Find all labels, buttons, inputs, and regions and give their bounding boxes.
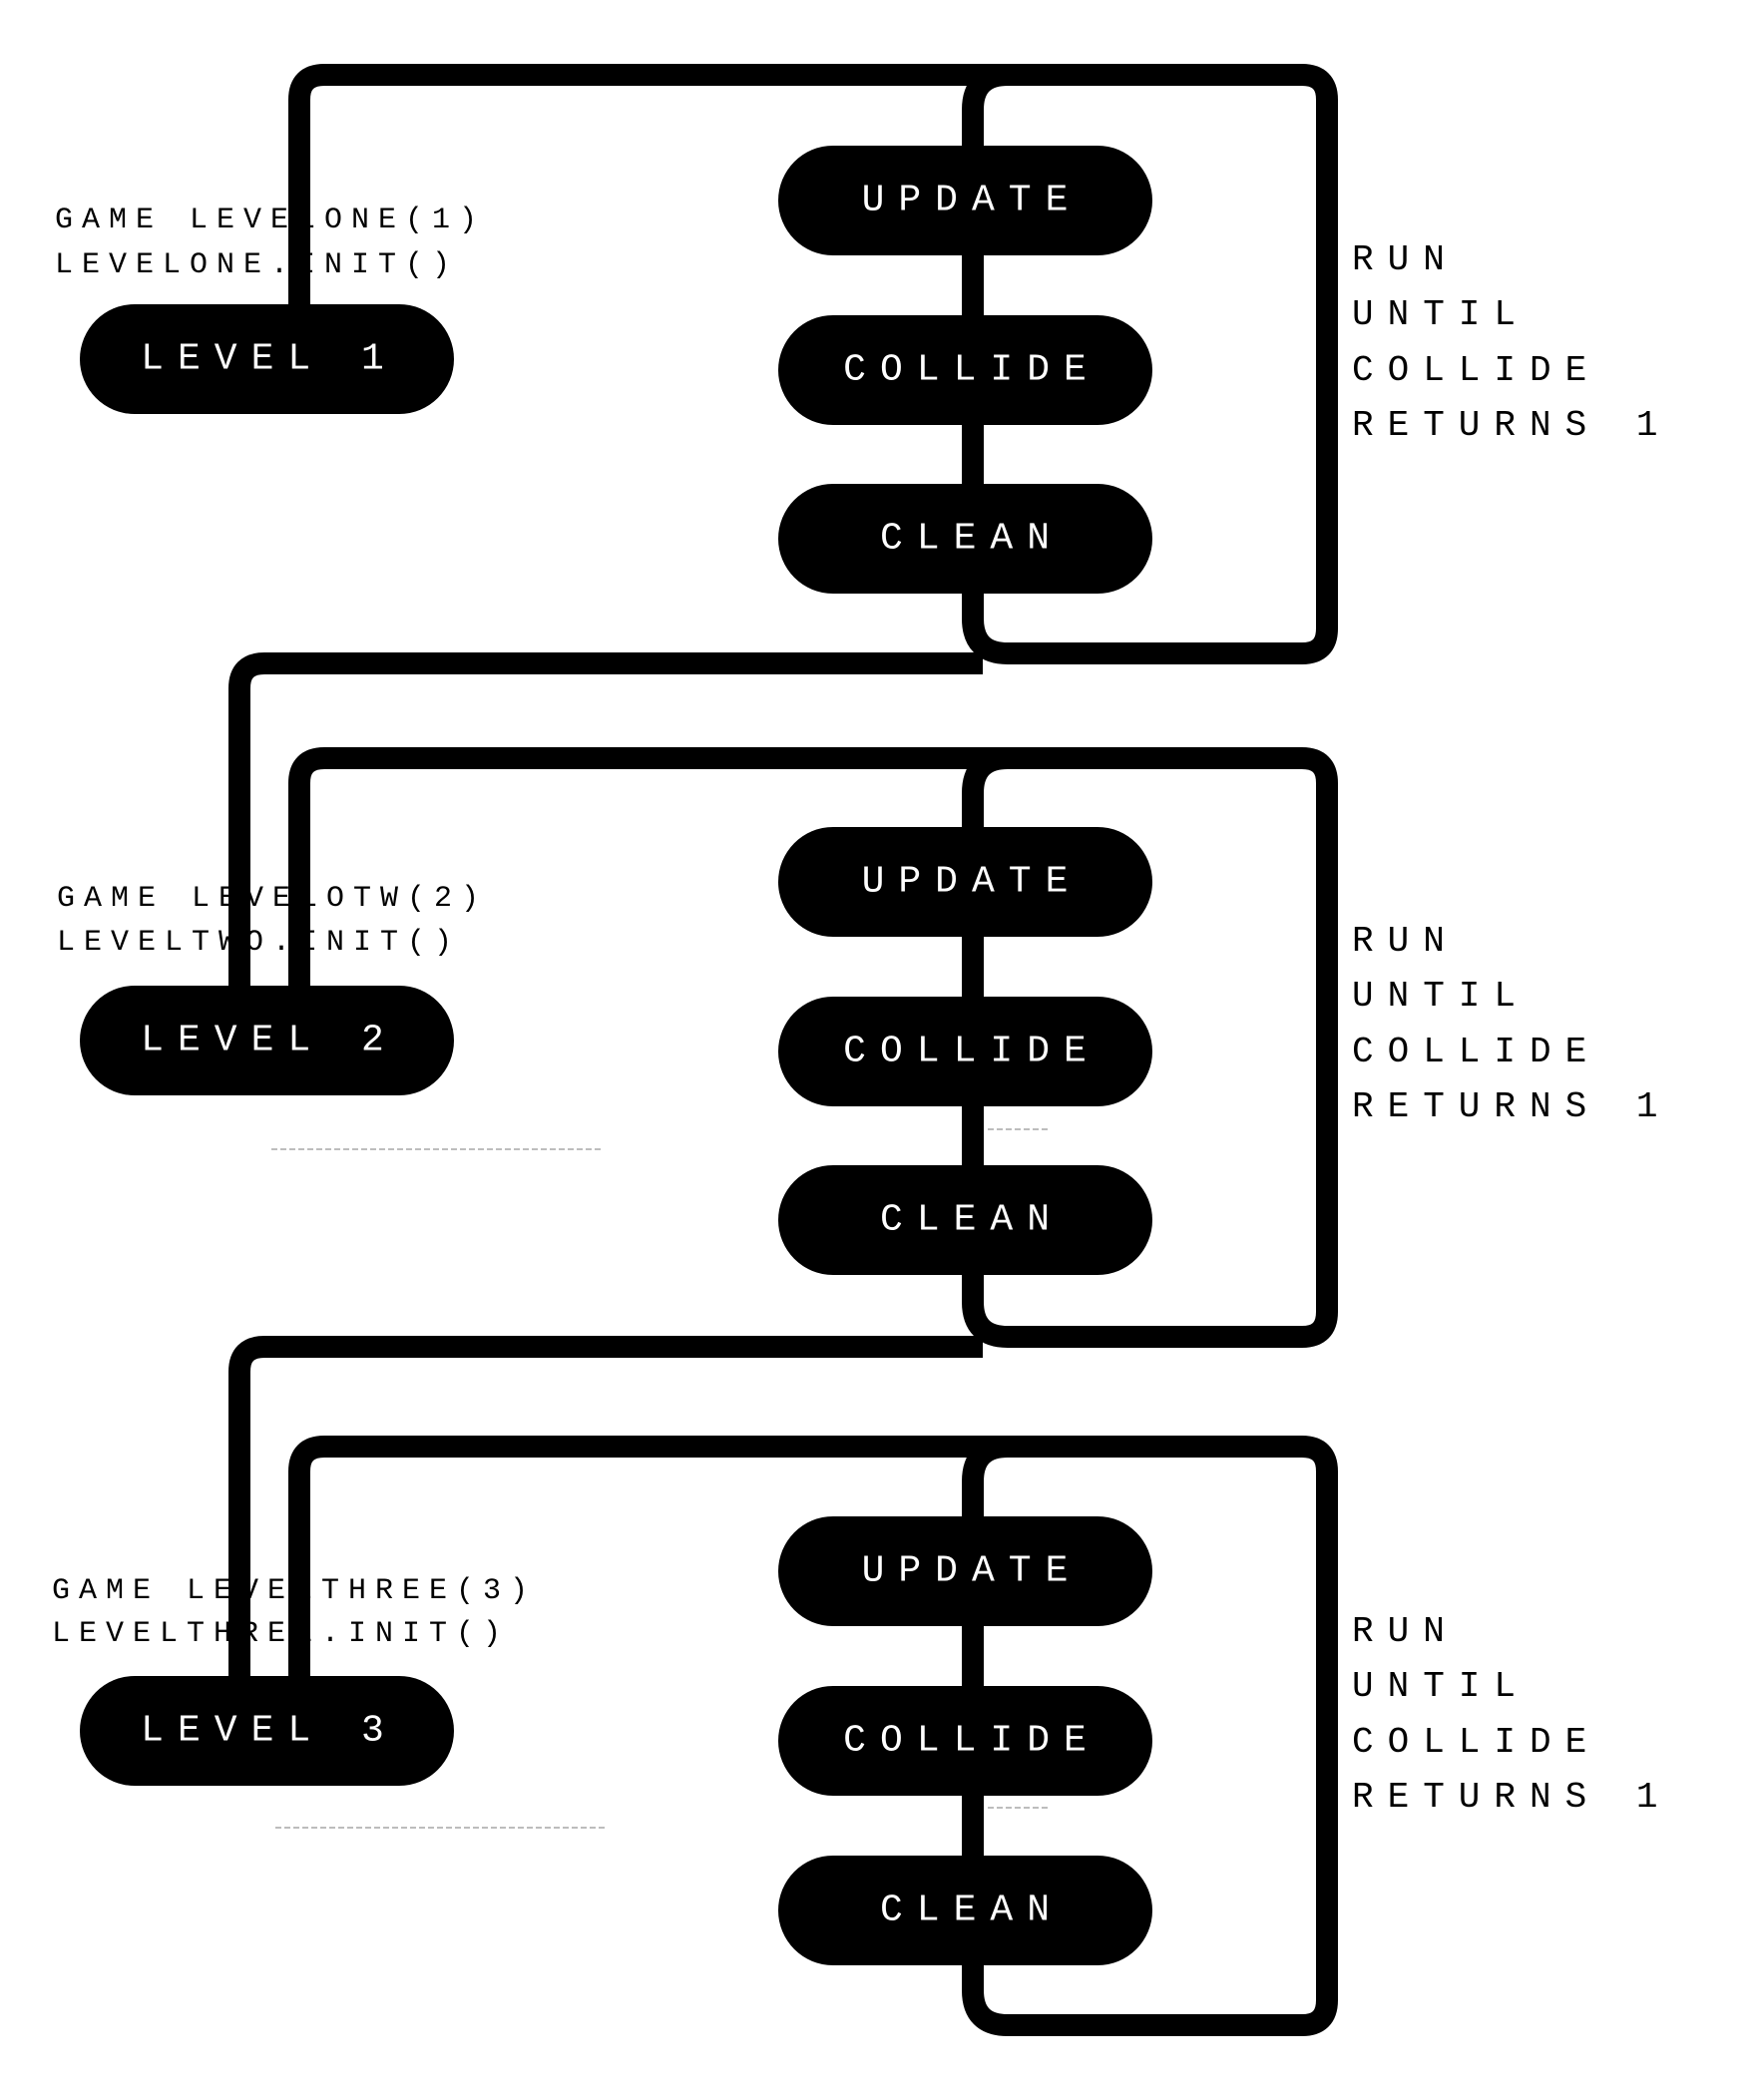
level-2-exit-connector	[228, 1336, 983, 1676]
collide-step-label: COLLIDE	[843, 1720, 1100, 1763]
level-1-entry-connector	[288, 64, 983, 304]
level-3-init-code: LEVELTHREE.INIT()	[52, 1617, 510, 1651]
level-1-label: LEVEL 1	[141, 338, 398, 381]
level-2-box	[80, 986, 454, 1095]
level-3-loop	[962, 1436, 1338, 2036]
update-step-label: UPDATE	[862, 180, 1083, 222]
clean-step-box	[778, 1856, 1152, 1965]
level-3-box	[80, 1676, 454, 1786]
collide-step-label: COLLIDE	[843, 1031, 1100, 1073]
level-2-init-code: LEVELTWO.INIT()	[57, 926, 461, 960]
update-step-box	[778, 146, 1152, 255]
loop-condition-note: RETURNS 1	[1352, 1777, 1671, 1818]
level-1-init-code: LEVELONE.INIT()	[55, 248, 459, 282]
level-1-box	[80, 304, 454, 414]
loop-condition-note: COLLIDE	[1352, 350, 1600, 391]
level-2-constructor-code: GAME LEVELOTW(2)	[57, 882, 488, 916]
collide-step-label: COLLIDE	[843, 349, 1100, 392]
clean-step-label: CLEAN	[880, 1199, 1064, 1242]
loop-condition-note: UNTIL	[1352, 294, 1530, 335]
update-step-label: UPDATE	[862, 1550, 1083, 1593]
clean-step-label: CLEAN	[880, 518, 1064, 561]
loop-condition-note: RETURNS 1	[1352, 405, 1671, 446]
loop-condition-note: COLLIDE	[1352, 1032, 1600, 1072]
level-2-section: GAME LEVELOTW(2) LEVELTWO.INIT() LEVEL 2…	[57, 827, 1671, 1275]
level-1-section: GAME LEVELONE(1) LEVELONE.INIT() LEVEL 1…	[55, 146, 1671, 594]
clean-step-box	[778, 484, 1152, 594]
loop-condition-note: RUN	[1352, 239, 1459, 280]
connector-lines	[228, 64, 1338, 2036]
loop-condition-note: RUN	[1352, 921, 1459, 962]
update-step-label: UPDATE	[862, 861, 1083, 904]
collide-step-box	[778, 997, 1152, 1106]
level-3-entry-connector	[288, 1436, 983, 1676]
loop-condition-note: UNTIL	[1352, 976, 1530, 1017]
level-3-section: GAME LEVELTHREE(3) LEVELTHREE.INIT() LEV…	[52, 1516, 1671, 1965]
level-2-entry-connector	[288, 747, 983, 988]
level-3-constructor-code: GAME LEVELTHREE(3)	[52, 1574, 537, 1608]
level-2-loop	[962, 747, 1338, 1348]
loop-condition-note: RUN	[1352, 1611, 1459, 1652]
loop-condition-note: UNTIL	[1352, 1666, 1530, 1707]
collide-step-box	[778, 1686, 1152, 1796]
loop-condition-note: RETURNS 1	[1352, 1086, 1671, 1127]
level-2-label: LEVEL 2	[141, 1020, 398, 1062]
clean-step-box	[778, 1165, 1152, 1275]
guide-marks	[271, 1128, 1050, 1829]
level-3-label: LEVEL 3	[141, 1710, 398, 1753]
clean-step-label: CLEAN	[880, 1890, 1064, 1932]
update-step-box	[778, 1516, 1152, 1626]
level-1-loop	[962, 64, 1338, 664]
collide-step-box	[778, 315, 1152, 425]
level-1-exit-connector	[228, 652, 983, 988]
level-1-constructor-code: GAME LEVELONE(1)	[55, 204, 486, 237]
update-step-box	[778, 827, 1152, 937]
loop-condition-note: COLLIDE	[1352, 1722, 1600, 1763]
